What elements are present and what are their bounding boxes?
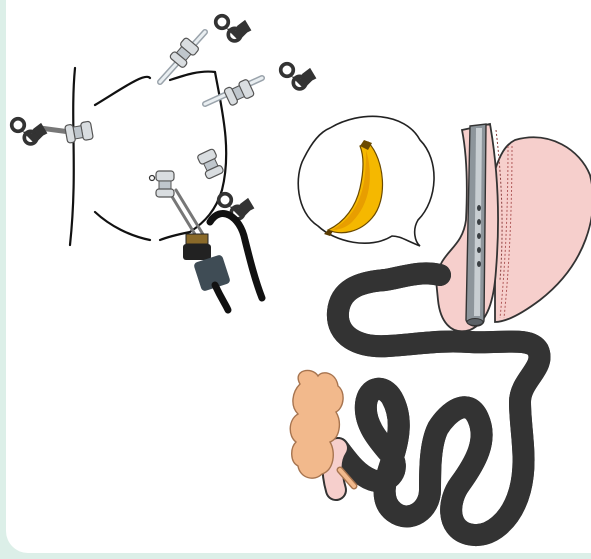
bougie-icon [466,124,486,326]
excised-stomach-remnant [495,137,591,322]
